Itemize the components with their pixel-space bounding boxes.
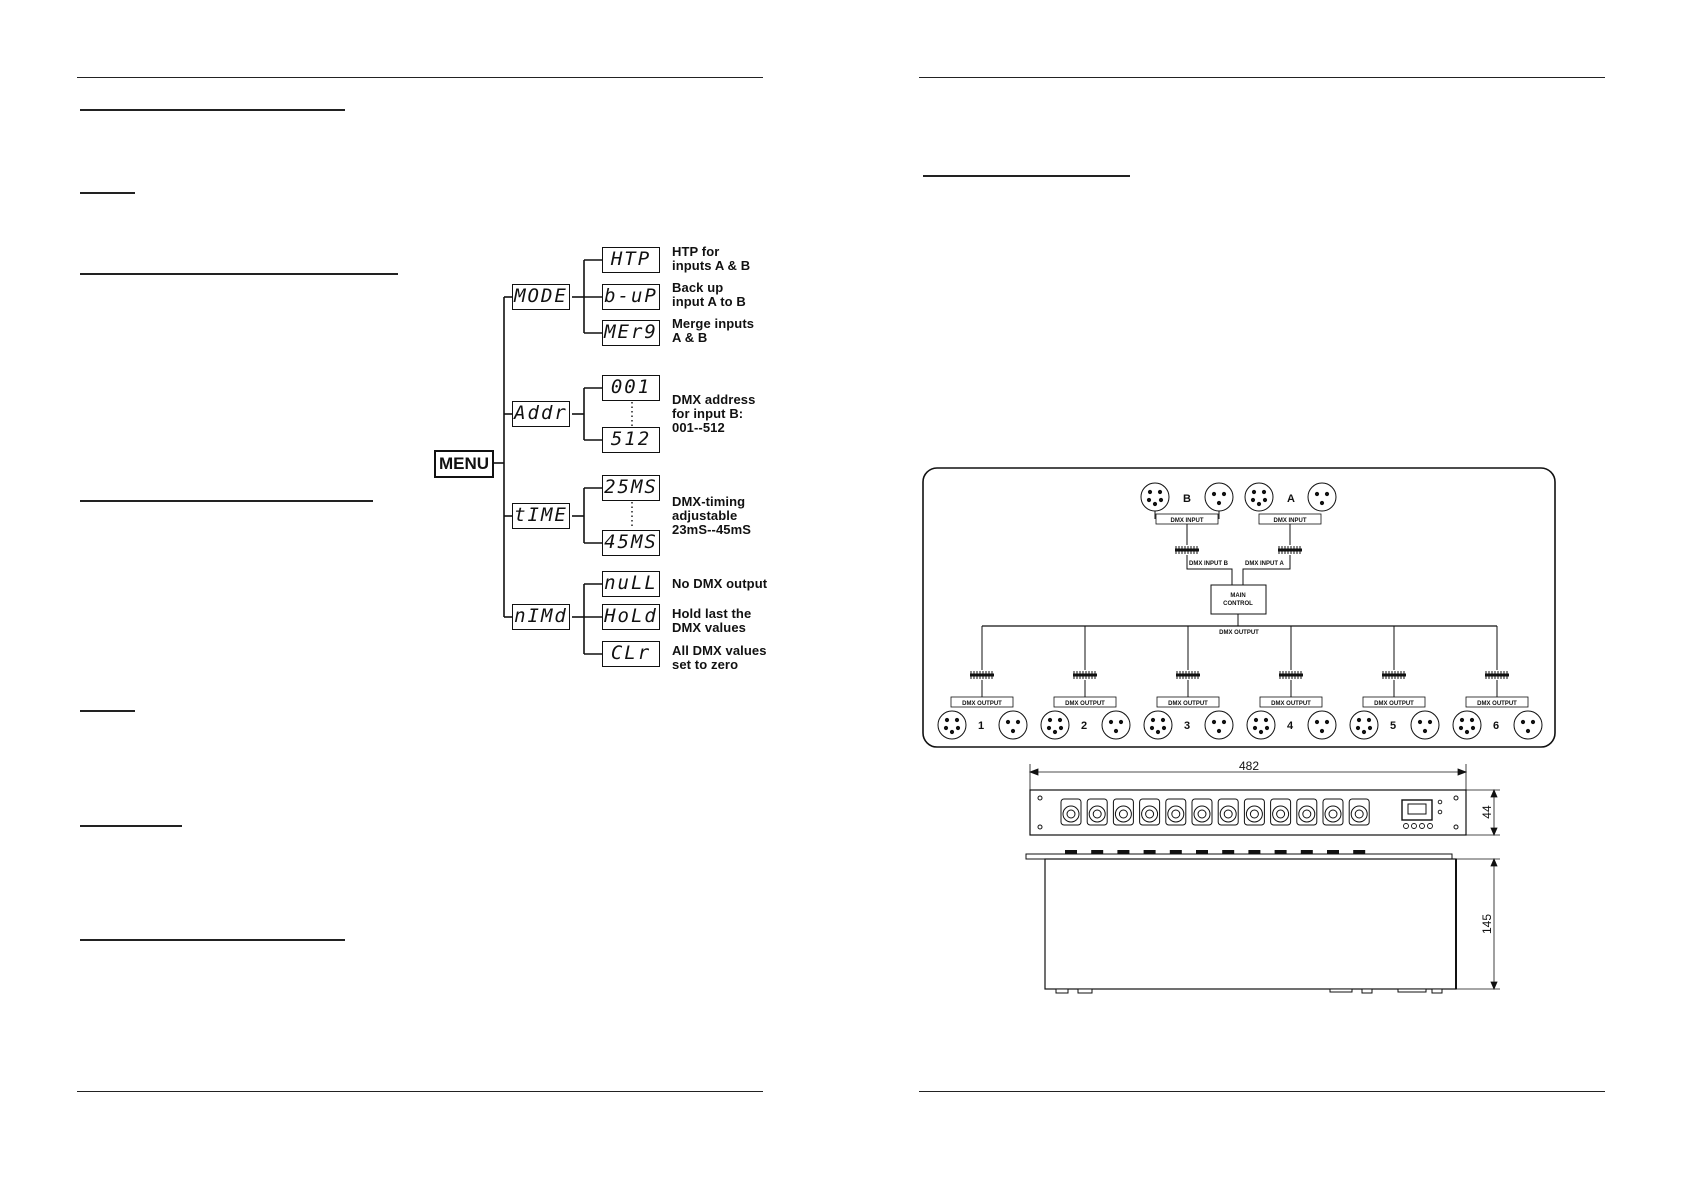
- top-view-connector-tab: [1196, 850, 1208, 854]
- label-clear: All DMX values set to zero: [672, 643, 767, 672]
- dmx-input-b-line-label: DMX INPUT B: [1189, 561, 1229, 567]
- top-view-connector-tab: [1248, 850, 1261, 854]
- top-view-connector-tab: [1091, 850, 1104, 854]
- label-htp: HTP for inputs A & B: [672, 244, 751, 273]
- output-4-label: 4: [1287, 720, 1294, 732]
- panel-connector-pins: [1092, 809, 1102, 819]
- top-view-connector-tab: [1353, 850, 1366, 854]
- heading-underline: [80, 192, 135, 194]
- lcd-clr: CLr: [602, 641, 660, 667]
- dmx-output-bus-label: DMX OUTPUT: [1219, 630, 1259, 636]
- lcd-hold: HoLd: [602, 604, 660, 630]
- outputs-group: DMX OUTPUT 1 DMX OUTPUT 2 DMX OUTPUT 3: [937, 626, 1543, 740]
- lcd-htp: HTP: [602, 247, 660, 273]
- heading-underline: [80, 109, 345, 111]
- lcd-mode: MODE: [512, 284, 570, 310]
- input-a-label: A: [1287, 493, 1295, 505]
- heading-underline: [80, 710, 135, 712]
- top-view-connector-tab: [1065, 850, 1077, 854]
- output-3-label: 3: [1184, 720, 1190, 732]
- panel-connector-pins: [1223, 809, 1233, 819]
- panel-connector-pins: [1354, 809, 1364, 819]
- output-2-label: 2: [1081, 720, 1087, 732]
- label-dmx-address: DMX address for input B: 001--512: [672, 392, 756, 435]
- menu-root: MENU: [434, 450, 494, 478]
- dmx-output-4-box: DMX OUTPUT: [1271, 701, 1311, 707]
- heading-underline: [80, 939, 345, 941]
- heading-underline: [80, 500, 373, 502]
- label-hold: Hold last the DMX values: [672, 606, 752, 635]
- dim-depth: 145: [1480, 914, 1494, 934]
- output-1-label: 1: [978, 720, 984, 732]
- panel-connector-pins: [1328, 809, 1338, 819]
- panel-connector-pins: [1197, 809, 1207, 819]
- lcd-time-45: 45MS: [602, 530, 660, 556]
- dmx-output-5-box: DMX OUTPUT: [1374, 701, 1414, 707]
- top-view-connector-tab: [1300, 850, 1313, 854]
- lcd-time: tIME: [512, 503, 570, 529]
- dim-height: 44: [1480, 805, 1494, 819]
- panel-connector-pins: [1171, 809, 1181, 819]
- lcd-backup: b-uP: [602, 284, 660, 310]
- lcd-null: nuLL: [602, 571, 660, 597]
- dim-width: 482: [1239, 759, 1259, 773]
- lcd-time-25: 25MS: [602, 475, 660, 501]
- dmx-input-a-box: DMX INPUT: [1274, 518, 1307, 524]
- lcd-addr-512: 512: [602, 427, 660, 453]
- lcd-addr: Addr: [512, 401, 570, 427]
- lcd-nimd: nIMd: [512, 604, 570, 630]
- output-5-label: 5: [1390, 720, 1396, 732]
- panel-connector-pins: [1276, 809, 1286, 819]
- heading-underline: [923, 175, 1130, 177]
- label-no-output: No DMX output: [672, 576, 768, 591]
- lcd-addr-001: 001: [602, 375, 660, 401]
- dmx-input-a-line-label: DMX INPUT A: [1245, 561, 1284, 567]
- top-view-connector-tab: [1169, 850, 1182, 854]
- label-merge: Merge inputs A & B: [672, 316, 755, 345]
- top-view-connector-tab: [1327, 850, 1339, 854]
- top-view-connector-tab: [1117, 850, 1130, 854]
- panel-connector-pins: [1118, 809, 1128, 819]
- panel-connector-pins: [1066, 809, 1076, 819]
- right-page-top-rule: [919, 77, 1605, 78]
- label-backup: Back up input A to B: [672, 280, 746, 309]
- main-control-line2: CONTROL: [1223, 601, 1253, 607]
- heading-underline: [80, 825, 182, 827]
- dmx-output-3-box: DMX OUTPUT: [1168, 701, 1208, 707]
- output-6-label: 6: [1493, 720, 1499, 732]
- main-control-line1: MAIN: [1230, 593, 1245, 599]
- panel-connector-pins: [1302, 809, 1312, 819]
- top-view-connector-tab: [1222, 850, 1235, 854]
- heading-underline: [80, 273, 398, 275]
- input-b-label: B: [1183, 493, 1191, 505]
- dmx-input-b-box: DMX INPUT: [1171, 518, 1204, 524]
- lcd-merge: MEr9: [602, 320, 660, 346]
- left-page-bottom-rule: [77, 1091, 763, 1092]
- top-view-connector-tab: [1143, 850, 1156, 854]
- dmx-output-6-box: DMX OUTPUT: [1477, 701, 1517, 707]
- right-page-bottom-rule: [919, 1091, 1605, 1092]
- label-dmx-timing: DMX-timing adjustable 23mS--45mS: [672, 494, 752, 537]
- left-page-top-rule: [77, 77, 763, 78]
- panel-connector-pins: [1249, 809, 1259, 819]
- top-view-connector-tab: [1274, 850, 1287, 854]
- dmx-output-2-box: DMX OUTPUT: [1065, 701, 1105, 707]
- panel-connector-pins: [1145, 809, 1155, 819]
- dmx-output-1-box: DMX OUTPUT: [962, 701, 1002, 707]
